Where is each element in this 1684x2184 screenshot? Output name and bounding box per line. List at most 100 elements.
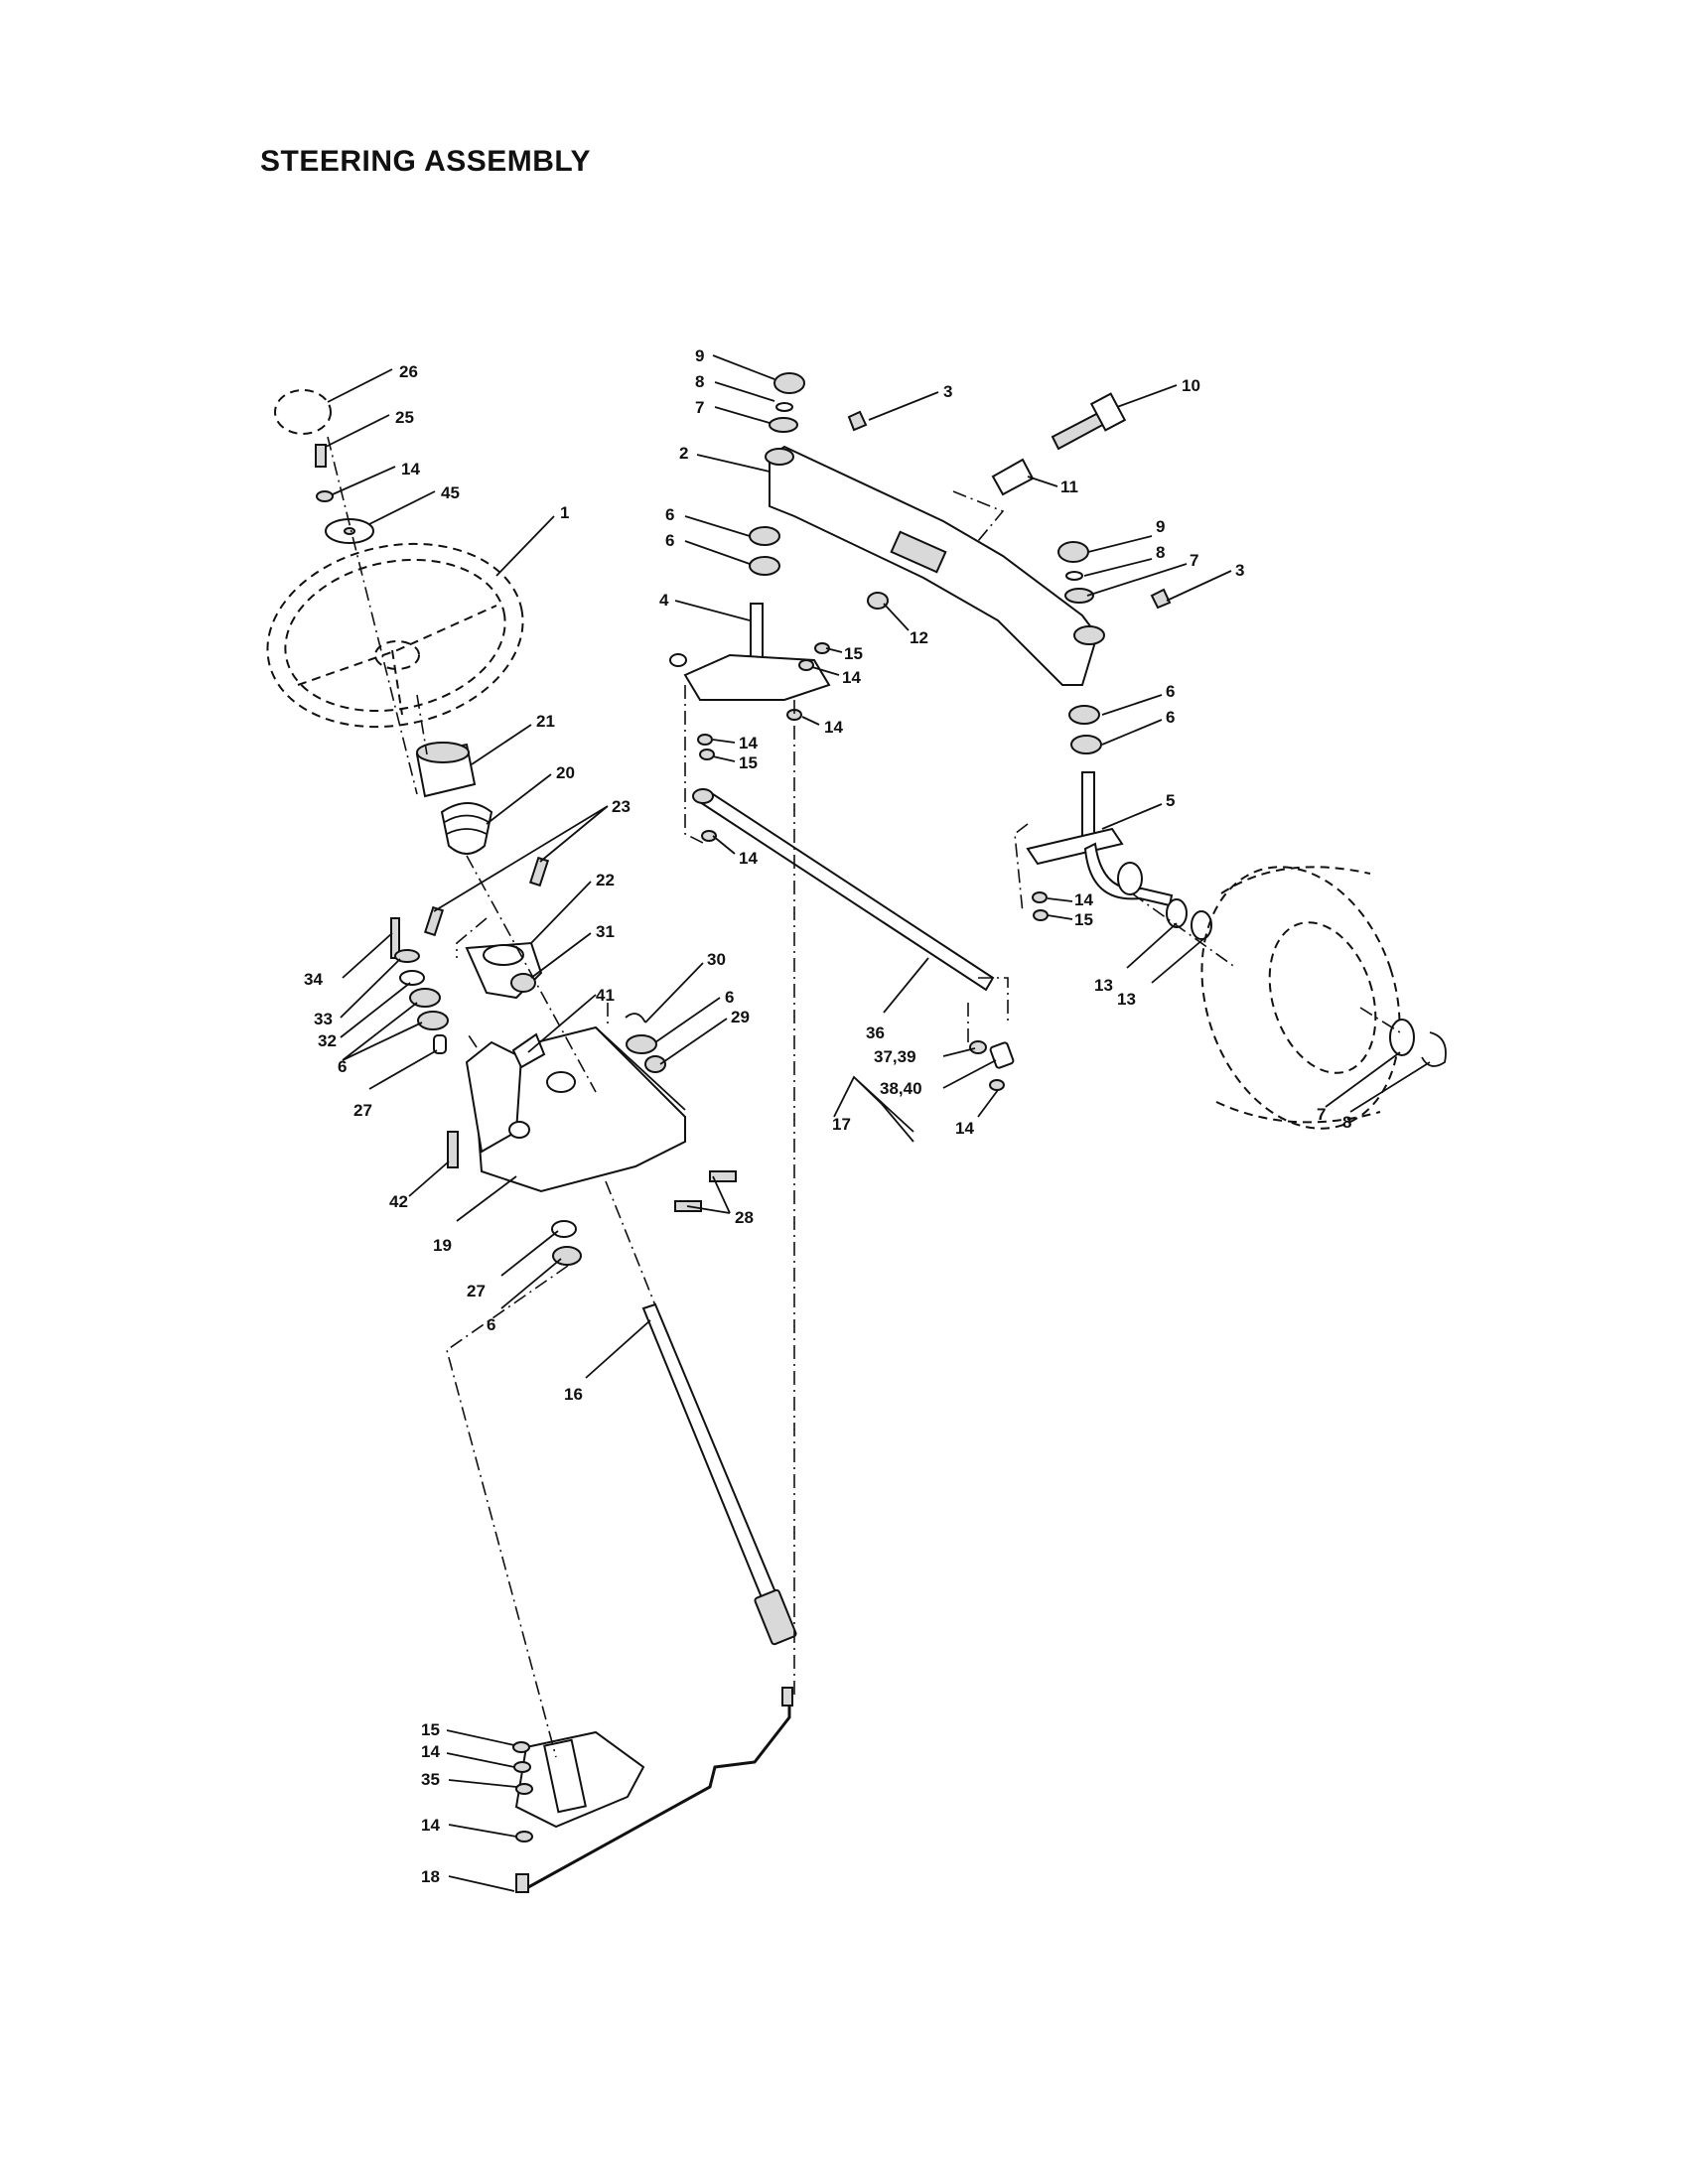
lock-washer-14-top-part [316,490,334,502]
callout-label: 14 [842,668,861,687]
callout-label: 6 [665,531,674,550]
callout-label: 25 [395,408,414,427]
callout-label: 35 [421,1770,440,1789]
washer-45-part [325,518,374,544]
callout-label: 14 [739,734,758,752]
callout-label: 14 [1074,890,1093,909]
callout-label: 15 [421,1720,440,1739]
washer-7-wheel-part [1389,1019,1415,1056]
callout-label: 11 [1060,478,1078,496]
hardware-4-part [697,642,830,842]
callout-label: 41 [596,986,615,1005]
callout-label: 16 [564,1385,583,1404]
callout-label: 3 [943,382,952,401]
bearings-6-right-part [1068,705,1102,754]
clip-8-left-part [775,402,793,412]
callout-label: 37,39 [874,1047,916,1066]
axle-bolt-10-part [1051,392,1127,451]
callout-label: 28 [735,1208,754,1227]
callout-label: 13 [1117,990,1136,1009]
clip-8-right-part [1065,571,1083,581]
callout-label: 7 [1317,1105,1326,1124]
spacer-27-lower-part [551,1220,577,1238]
washer-7-right-part [1064,588,1094,604]
callout-label: 30 [707,950,726,969]
steering-bracket-19-part [465,1025,686,1193]
callout-label: 23 [612,797,631,816]
spacer-11-part [991,458,1035,496]
steering-gear-sector-part [514,1730,645,1829]
callout-label: 27 [353,1101,372,1120]
callout-label: 13 [1094,976,1113,995]
callout-label: 14 [421,1742,440,1761]
front-axle-2-part [765,445,1105,686]
washers-13-part [1166,898,1212,940]
spindle-5-part [1026,771,1174,907]
callout-label: 33 [314,1010,333,1028]
callout-label: 7 [1190,551,1198,570]
callout-label: 20 [556,763,575,782]
callout-label: 19 [433,1236,452,1255]
nut-31-part [510,973,536,993]
bearings-6-upper-left-part [749,526,780,576]
callout-label: 18 [421,1867,440,1886]
steering-cap-part [274,389,332,435]
callout-label: 34 [304,970,323,989]
tie-rod-36-part [692,788,995,992]
clip-8-wheel-part [1421,1031,1447,1067]
callout-label: 36 [866,1024,885,1042]
callout-label: 31 [596,922,615,941]
steering-adapter-21-part [415,742,477,798]
grease-fitting-3-right-part [1150,588,1172,610]
callout-label: 17 [832,1115,851,1134]
callout-label: 15 [1074,910,1093,929]
bolt-25-part [315,444,327,468]
callout-label: 1 [560,503,569,522]
front-wheel-part [1200,866,1401,1130]
washer-7-left-part [769,417,798,433]
washers-33-32-part [394,949,425,986]
alignment-lines [327,436,1401,1758]
callout-label: 6 [725,988,734,1007]
callout-label: 10 [1182,376,1200,395]
callout-label: 2 [679,444,688,463]
page-title: STEERING ASSEMBLY [260,145,592,178]
callout-label: 15 [844,644,863,663]
clip-30-part [625,1013,646,1024]
nut-29-part [644,1055,666,1073]
drag-link-18-part [520,1698,791,1893]
bellows-20-part [440,802,493,855]
leader-lines [325,354,1431,1892]
callout-label: 14 [955,1119,974,1138]
callout-label: 9 [695,346,704,365]
callout-label: 29 [731,1008,750,1026]
callout-label: 6 [338,1057,347,1076]
hardware-5-part [1032,891,1049,921]
spacer-27-upper-part [433,1034,447,1054]
spindle-4-part [669,603,831,701]
bearings-6-left-part [409,988,449,1030]
callout-label: 27 [467,1282,486,1300]
callout-label: 14 [824,718,843,737]
callout-label: 7 [695,398,704,417]
callout-label: 42 [389,1192,408,1211]
callout-label: 38,40 [880,1079,922,1098]
bearing-6-mid-part [626,1034,657,1054]
callout-label: 45 [441,483,460,502]
callout-label: 5 [1166,791,1175,810]
callout-label: 6 [487,1315,495,1334]
nut-12-part [867,592,889,610]
callout-label: 3 [1235,561,1244,580]
callout-label: 26 [399,362,418,381]
callout-label: 8 [1156,543,1165,562]
callout-label: 21 [536,712,555,731]
grease-fitting-3-left-part [847,410,868,432]
callout-label: 12 [910,628,928,647]
hardware-15-14-35-14-18-part [512,1687,793,1893]
bolt-23-part [423,856,550,937]
callout-label: 14 [421,1816,440,1835]
cap-9-right-part [1057,541,1089,563]
callout-labels: 26 25 14 45 1 21 20 23 22 34 33 32 6 27 … [304,346,1351,1886]
callout-label: 6 [665,505,674,524]
